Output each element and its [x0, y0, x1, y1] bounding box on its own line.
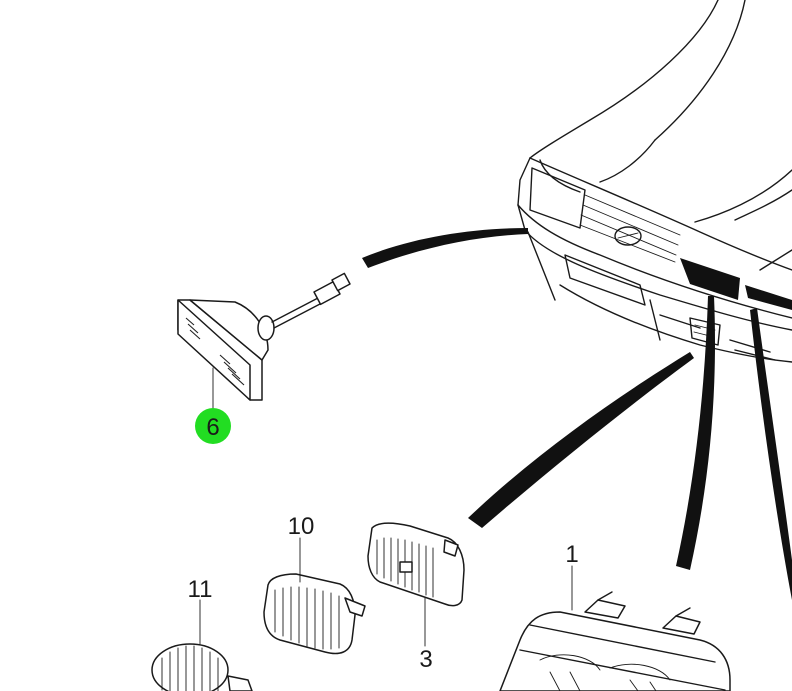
callout-10-label: 10 [288, 513, 315, 540]
callout-11[interactable]: 11 [188, 576, 213, 603]
part-3-lamp [367, 522, 465, 647]
part-1-headlamp [499, 565, 731, 691]
callout-6[interactable]: 6 [195, 367, 231, 444]
callout-6-highlight-circle [195, 408, 231, 444]
callout-10[interactable]: 10 [288, 513, 315, 540]
part-6-side-marker-lamp [177, 272, 351, 401]
callout-1-label: 1 [565, 541, 578, 568]
leader-lines [362, 228, 792, 600]
part-11-lamp [151, 599, 253, 691]
callout-1[interactable]: 1 [565, 541, 578, 568]
callout-3[interactable]: 3 [419, 646, 432, 673]
car-front-body [517, 0, 792, 363]
part-10-lamp [263, 537, 366, 655]
callout-3-label: 3 [419, 646, 432, 673]
callout-6-label: 6 [206, 414, 219, 441]
callout-11-label: 11 [188, 576, 213, 603]
